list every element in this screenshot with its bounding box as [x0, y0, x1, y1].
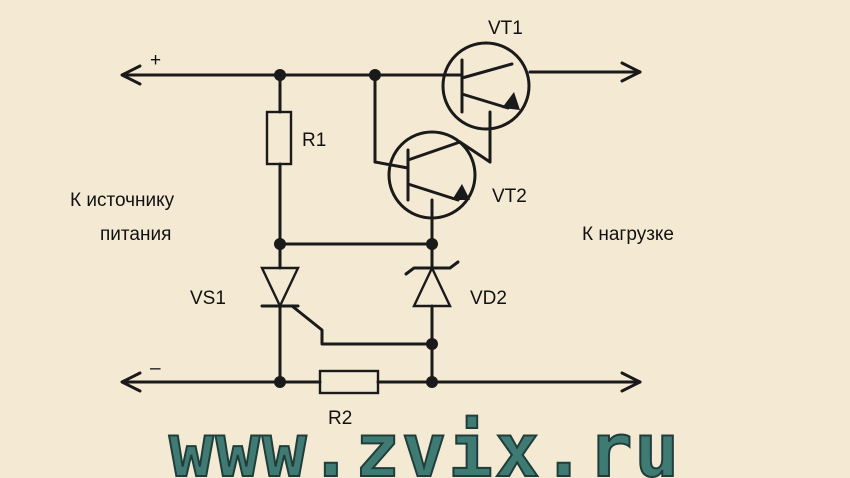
minus-label: –	[150, 358, 161, 379]
arrow-right-bottom	[620, 371, 642, 393]
junction-dot	[274, 376, 286, 388]
vt2-to-vt1	[458, 140, 492, 164]
vt1-label: VT1	[488, 18, 523, 39]
plus-label: +	[150, 50, 161, 71]
arrow-left-bottom	[120, 371, 142, 393]
vt1-emitter-arrow	[502, 92, 520, 110]
vs1-label: VS1	[190, 288, 226, 309]
vt2-collector-diag	[406, 140, 462, 162]
thyristor-vs1	[260, 266, 300, 309]
junction-dot	[426, 376, 438, 388]
load-label: К нагрузке	[582, 224, 674, 245]
vs1-gate-wire	[290, 304, 434, 346]
source-label-line1: К источнику	[70, 190, 175, 211]
vt2-emitter-arrow	[452, 184, 470, 200]
zener-vd2	[412, 265, 452, 308]
source-label-line2: питания	[100, 224, 171, 245]
junction-dot	[426, 338, 438, 350]
arrow-left-top	[120, 64, 142, 86]
junction-dot	[426, 238, 438, 250]
resistor-r1	[265, 110, 293, 166]
vt2-label: VT2	[492, 186, 527, 207]
resistor-r2	[318, 369, 380, 395]
junction-dot	[274, 238, 286, 250]
arrow-right-top	[620, 61, 642, 83]
watermark-text: www.zvix.ru	[169, 408, 681, 478]
vt2-emitter-lead	[406, 182, 460, 202]
vt2-collector-lead	[373, 160, 410, 170]
vt1-emitter-lead	[460, 92, 510, 110]
junction-dot	[369, 69, 381, 81]
r2-label: R2	[328, 408, 352, 429]
vt1-collector-diag	[460, 62, 514, 80]
vd2-bar	[404, 260, 460, 276]
vd2-label: VD2	[470, 288, 507, 309]
transistor-vt1	[441, 41, 531, 131]
r1-label: R1	[302, 130, 326, 151]
junction-dot	[274, 69, 286, 81]
